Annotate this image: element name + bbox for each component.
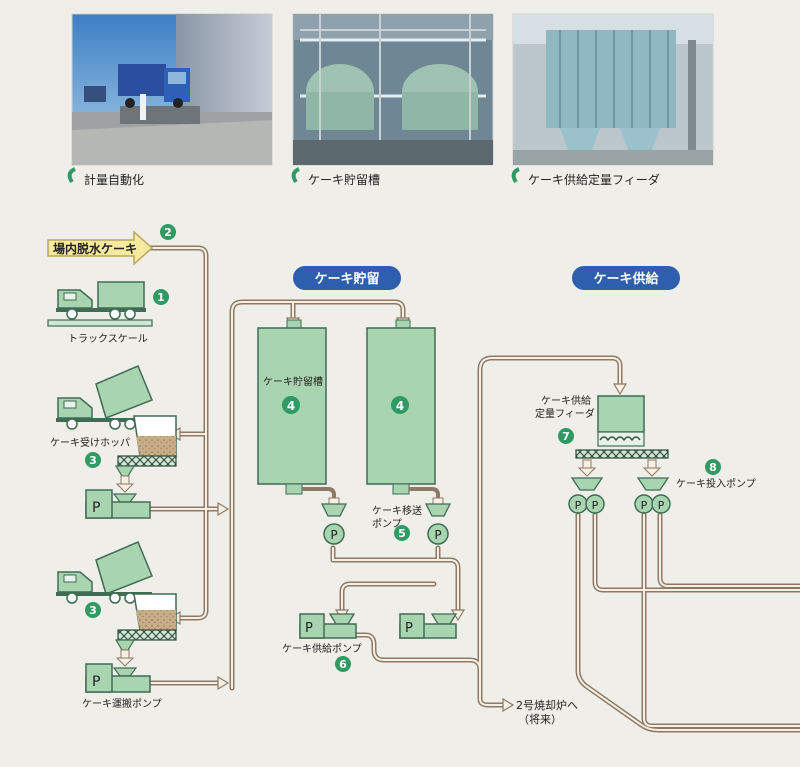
- small-arrow: [642, 459, 662, 477]
- pump-symbol: P: [641, 499, 648, 512]
- pump-symbol: P: [592, 499, 599, 512]
- badge-number: 1: [157, 291, 165, 304]
- feeder-label-1: ケーキ供給: [541, 394, 591, 407]
- photo-truck-scale: [71, 13, 273, 166]
- storage-tank-right: [366, 319, 436, 495]
- pump-symbol: P: [658, 499, 665, 512]
- photo-feeder: [512, 13, 714, 166]
- pump-symbol: P: [92, 500, 100, 516]
- storage-section-badge: ケーキ貯留: [293, 266, 401, 290]
- hopper-outlet: [114, 465, 136, 477]
- quantitative-feeder: [575, 395, 669, 459]
- storage-tank-label: ケーキ貯留槽: [263, 375, 323, 388]
- small-arrow: [115, 649, 135, 667]
- badge-4-right: 4: [391, 396, 409, 414]
- transfer-pump-label-1: ケーキ移送: [372, 504, 422, 517]
- dump-truck-lower: [56, 541, 153, 604]
- supply-pump-label: ケーキ供給ポンプ: [282, 642, 362, 655]
- badge-7: 7: [558, 428, 574, 444]
- photo2-caption-group: ケーキ貯留槽: [291, 167, 380, 187]
- transport-pump-upper: P: [85, 489, 151, 519]
- destination-label: 2号焼却炉へ: [516, 699, 578, 712]
- photo1-caption: 計量自動化: [84, 172, 144, 187]
- badge-number: 4: [287, 399, 295, 413]
- storage-section-title: ケーキ貯留: [314, 271, 379, 287]
- badge-number: 8: [709, 461, 717, 474]
- photo2-caption: ケーキ貯留槽: [308, 173, 380, 187]
- truck-scale: [47, 281, 153, 327]
- supply-pump-right: P: [399, 613, 458, 639]
- pump-symbol: P: [92, 674, 100, 690]
- badge-number: 7: [562, 430, 570, 443]
- badge-number: 3: [89, 604, 97, 617]
- hopper-outlet: [114, 639, 136, 651]
- badge-3-lower: 3: [85, 602, 101, 618]
- badge-1: 1: [153, 289, 169, 305]
- badge-6: 6: [335, 656, 351, 672]
- small-arrow: [577, 459, 597, 477]
- destination-note: （将来）: [518, 713, 562, 726]
- small-arrow: [115, 475, 135, 493]
- pump-symbol: P: [305, 621, 313, 636]
- photo3-caption: ケーキ供給定量フィーダ: [528, 172, 660, 187]
- pump-symbol: P: [405, 621, 413, 636]
- feed-pump-label: ケーキ投入ポンプ: [676, 477, 756, 490]
- pump-symbol: P: [330, 528, 337, 542]
- dump-truck-upper: [56, 365, 153, 430]
- receiving-hopper-upper: [117, 415, 177, 467]
- badge-number: 4: [396, 399, 404, 413]
- pump-symbol: P: [434, 528, 441, 542]
- transfer-pump-right: P: [424, 497, 452, 545]
- badge-8: 8: [705, 459, 721, 475]
- supply-section-badge: ケーキ供給: [572, 266, 680, 290]
- feeder-label-2: 定量フィーダ: [535, 407, 595, 420]
- photo1-caption-group: 計量自動化: [67, 167, 144, 187]
- hopper-label: ケーキ受けホッパ: [50, 437, 130, 449]
- feed-pump-right: P P: [634, 477, 671, 514]
- receiving-hopper-lower: [117, 593, 177, 641]
- supply-pump-left: P: [299, 613, 357, 639]
- transport-pump-label: ケーキ運搬ポンプ: [82, 697, 162, 710]
- transfer-pump-left: P: [320, 497, 348, 545]
- badge-4-left: 4: [282, 396, 300, 414]
- photo3-caption-group: ケーキ供給定量フィーダ: [511, 167, 660, 187]
- photo-storage-tank: [292, 13, 494, 166]
- badge-number: 3: [89, 454, 97, 467]
- badge-3-upper: 3: [85, 452, 101, 468]
- pipe-network: [145, 245, 800, 733]
- tank-outlet-pipe: [302, 487, 440, 498]
- transport-pump-lower: P: [85, 663, 151, 693]
- badge-2: 2: [160, 224, 176, 240]
- input-label: 場内脱水ケーキ: [53, 241, 137, 256]
- truck-scale-label: トラックスケール: [68, 333, 148, 345]
- input-arrow: 場内脱水ケーキ: [47, 230, 154, 266]
- transfer-pump-label-2: ポンプ: [372, 518, 402, 530]
- badge-number: 6: [339, 658, 347, 671]
- badge-number: 2: [164, 226, 172, 239]
- feed-pump-left: P P: [568, 477, 605, 514]
- badge-5: 5: [394, 525, 410, 541]
- supply-section-title: ケーキ供給: [593, 271, 659, 287]
- badge-number: 5: [398, 527, 406, 540]
- pump-symbol: P: [575, 499, 582, 512]
